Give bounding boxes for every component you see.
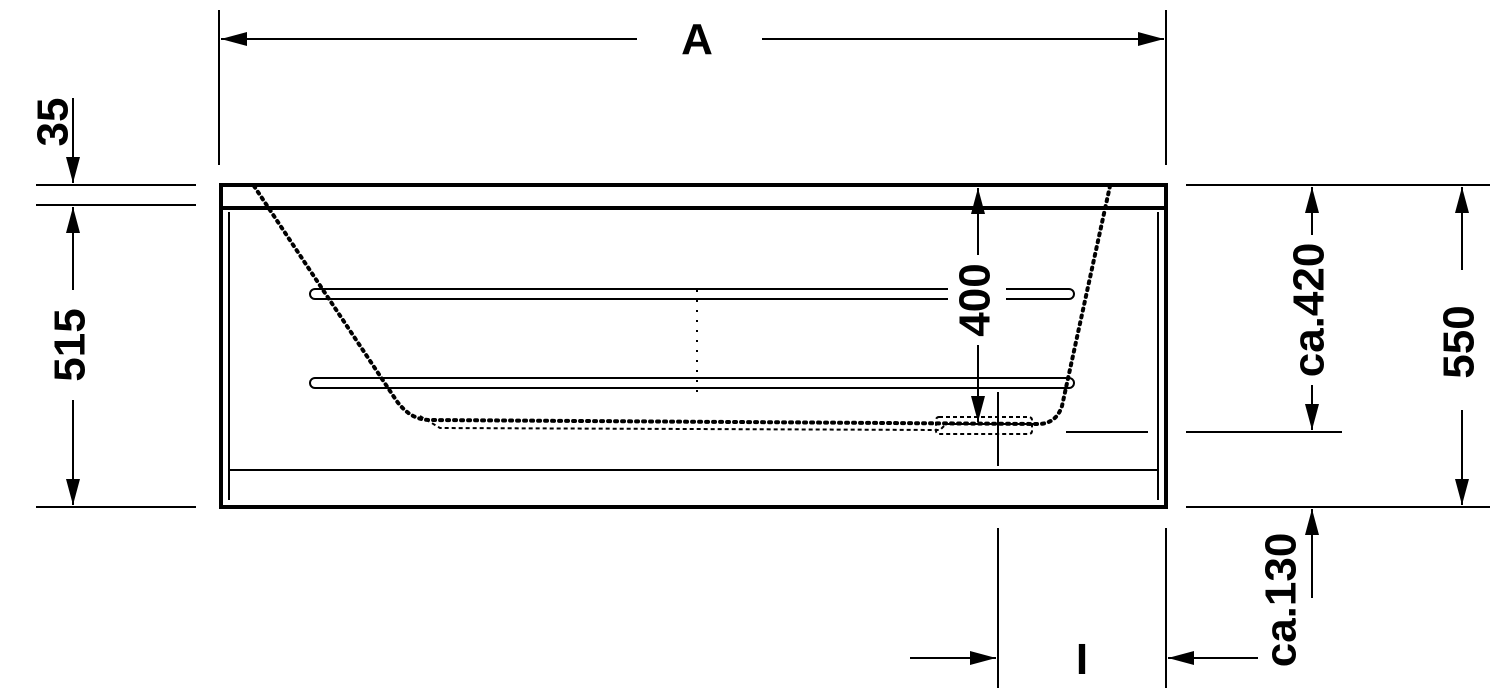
- label-mask: [948, 263, 1006, 341]
- dimension-label-depth: 400: [951, 263, 1000, 336]
- dimension-label-a: A: [681, 15, 713, 64]
- lower-groove: [309, 377, 1075, 389]
- dimension-drain: I: [910, 528, 1258, 688]
- dimension-label-rim: 35: [29, 98, 78, 147]
- basin-floor-inner: [419, 415, 1036, 432]
- drain-outline: [935, 416, 1033, 435]
- upper-groove: [309, 288, 1075, 300]
- basin-outline: [252, 184, 1112, 427]
- dimension-a: A: [218, 10, 1167, 165]
- dimension-label-body: 515: [46, 308, 95, 381]
- bathtub-outline: [219, 183, 1168, 509]
- dimension-right: ca.420 550 ca.130: [1186, 184, 1490, 668]
- dimension-label-water: ca.420: [1285, 243, 1334, 378]
- dimension-left: 35 515: [29, 98, 196, 508]
- dimension-label-foot: ca.130: [1257, 533, 1306, 668]
- dimension-depth: 400: [948, 188, 1006, 466]
- panel-inner-sides: [228, 212, 1159, 500]
- dimension-label-drain: I: [1076, 635, 1088, 684]
- inner-basin-hidden-line: [252, 184, 1148, 435]
- grip-grooves: [309, 288, 1075, 389]
- tub-outer-frame: [219, 183, 1168, 509]
- dimension-label-total: 550: [1435, 305, 1484, 378]
